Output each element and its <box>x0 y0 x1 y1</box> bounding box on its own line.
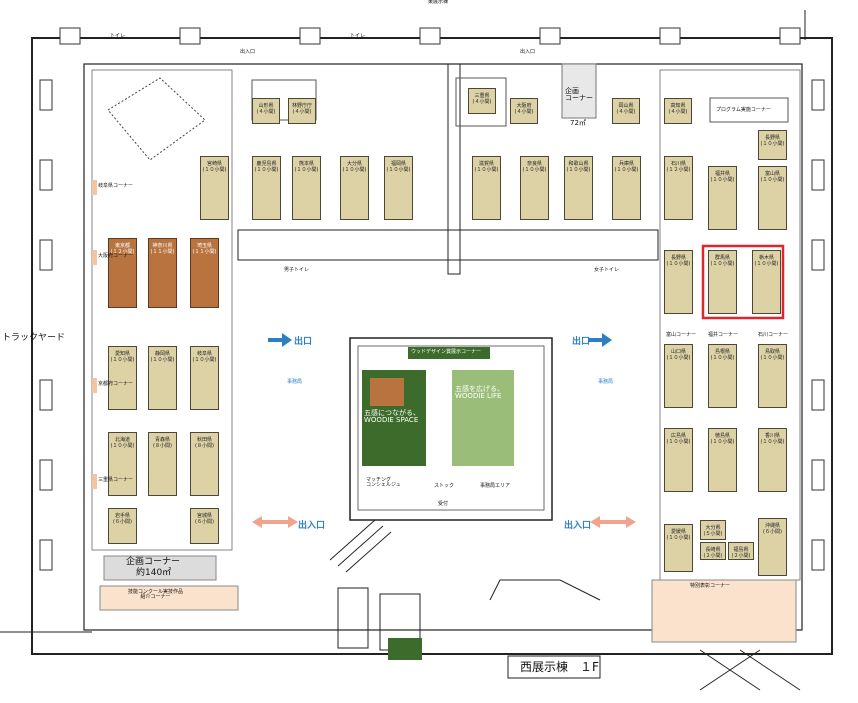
special-award-corner: 特別表彰コーナー <box>690 583 731 589</box>
top-building-label: 東展示棟 <box>428 0 449 5</box>
corner-label: 富山コーナー <box>666 332 697 338</box>
booth: 宮崎県 (１０小間) <box>200 156 229 220</box>
corner-label: 三重県コーナー <box>98 477 134 483</box>
toilet-label: 女子トイレ <box>594 267 620 273</box>
booth: 福岡県 (１０小間) <box>384 156 413 220</box>
office-label: 事務局 <box>598 379 614 385</box>
matching-concierge: マッチング コンシェルジュ <box>366 477 401 488</box>
toilet-label: トイレ <box>350 33 366 39</box>
booth: 島根県 (１０小間) <box>708 344 737 408</box>
booth: 北海道 (１０小間) <box>108 432 137 496</box>
booth: 大阪府 (４小間) <box>510 98 538 124</box>
booth: 大分県 (５小間) <box>700 520 726 540</box>
booth: 長野県 (１０小間) <box>758 130 787 160</box>
venue-header: ウッドデザイン賞展示コーナー <box>411 349 482 355</box>
kikaku-corner-left: 企画コーナー <box>126 557 181 567</box>
booth: 東京都 (１２小間) <box>108 238 137 308</box>
entrance-exit-left: 出入口 <box>298 521 326 531</box>
contest-corner: 技能コンクール実技作品 紹介コーナー <box>128 589 184 600</box>
booth: 滋賀県 (１０小間) <box>472 156 501 220</box>
booth: 長野県 (１０小間) <box>664 250 693 314</box>
booth: 広島県 (１０小間) <box>664 428 693 492</box>
booth: 石川県 (１２小間) <box>664 156 693 220</box>
woodie-space: 五感につながる、 WOODIE SPACE <box>364 409 420 424</box>
program-corner: プログラム実施コーナー <box>716 107 771 113</box>
booth: 香川県 (１０小間) <box>758 428 787 492</box>
booth: 福島県 (２小間) <box>728 542 754 560</box>
exit-label-right: 出口 <box>572 337 591 347</box>
truck-yard-label: トラックヤード <box>2 333 66 343</box>
stock-area: ストック <box>434 483 455 489</box>
corner-label: 福井コーナー <box>708 332 739 338</box>
entrance-label: 出入口 <box>520 49 536 55</box>
booth: 栃木県 (１０小間) <box>752 250 781 314</box>
booth: 岐阜県 (１０小間) <box>190 346 219 410</box>
entrance-exit-right: 出入口 <box>564 521 592 531</box>
booth: 山口県 (１０小間) <box>664 344 693 408</box>
booth: 宮城県 (６小間) <box>190 508 219 544</box>
toilet-label: 男子トイレ <box>284 267 310 273</box>
booth: 群馬県 (１０小間) <box>708 250 737 314</box>
booth: 大分県 (１０小間) <box>340 156 369 220</box>
booth: 秋田県 (８小間) <box>190 432 219 496</box>
booth: 神奈川県 (１１小間) <box>148 238 177 308</box>
booth: 愛知県 (１０小間) <box>108 346 137 410</box>
reception: 受付 <box>438 501 449 507</box>
kikaku-corner-top-area: 72㎡ <box>570 119 586 127</box>
corner-label: 京都府コーナー <box>98 381 134 387</box>
booth: 愛媛県 (１０小間) <box>664 524 693 572</box>
office-label: 事務局 <box>287 379 303 385</box>
booth: 奈良県 (１０小間) <box>520 156 549 220</box>
booth: 岩手県 (６小間) <box>108 508 137 544</box>
woodie-life: 五感を広げる、 WOODIE LIFE <box>455 385 504 400</box>
toilet-label: トイレ <box>110 33 126 39</box>
booth: 林野庁庁 (４小間) <box>288 98 316 124</box>
booth: 和歌山県 (１０小間) <box>564 156 593 220</box>
corner-label: 石川コーナー <box>758 332 789 338</box>
booth: 富山県 (１０小間) <box>758 166 787 230</box>
booth: 沖縄県 (６小間) <box>758 518 787 576</box>
exit-label-left: 出口 <box>294 337 313 347</box>
entrance-label: 出入口 <box>240 49 256 55</box>
booth: 長崎県 (２小間) <box>700 542 726 560</box>
kikaku-corner-left-area: 約140㎡ <box>136 568 172 578</box>
floor-label: 西展示棟 １F <box>520 660 599 674</box>
office-area: 事務局エリア <box>480 483 511 489</box>
booth: 兵庫県 (１０小間) <box>612 156 641 220</box>
booth: 山形県 (４小間) <box>252 98 280 124</box>
booth: 青森県 (８小間) <box>148 432 177 496</box>
booth: 鹿児島県 (１０小間) <box>252 156 281 220</box>
booth: 静岡県 (１０小間) <box>148 346 177 410</box>
booth: 高知県 (４小間) <box>664 98 692 124</box>
corner-label: 岐阜県コーナー <box>98 183 134 189</box>
booth: 三重県 (４小間) <box>468 88 496 114</box>
booth: 福井県 (１０小間) <box>708 166 737 230</box>
booth: 徳島県 (１０小間) <box>708 428 737 492</box>
booth: 鳥取県 (１０小間) <box>758 344 787 408</box>
corner-label: 大阪府コーナー <box>98 253 134 259</box>
booth: 埼玉県 (１１小間) <box>190 238 219 308</box>
kikaku-corner-top: 企画 コーナー <box>565 87 593 102</box>
booth: 岡山県 (４小間) <box>612 98 640 124</box>
booth: 熊本県 (１０小間) <box>292 156 321 220</box>
